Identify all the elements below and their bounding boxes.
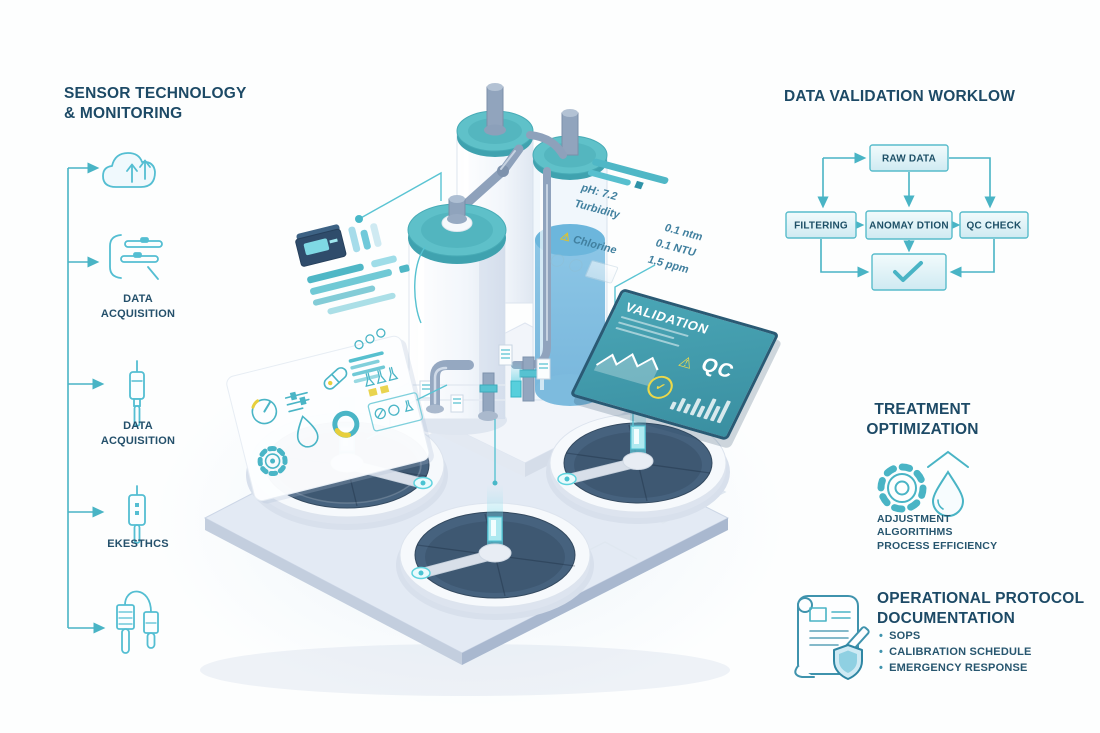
qc-label: QC [697,353,738,383]
protocol-bullet-list: • SOPS • CALIBRATION SCHEDULE • EMERGENC… [879,630,1032,678]
clarifier-basin-middle [396,485,594,620]
flow-node-filtering: FILTERING [785,211,857,239]
dashboard-panel [226,328,434,504]
treatment-detail-lines: ADJUSTMENT ALGORITIHMS PROCESS EFFICIENC… [877,513,998,552]
sensor-probe-dotted-icon [128,485,146,544]
panel-text-lines [348,351,386,384]
treatment-icons [877,450,969,517]
flow-node-raw-data: RAW DATA [869,144,949,172]
list-item: • SOPS [879,630,921,642]
sensor-title-line2: & MONITORING [64,104,183,122]
telemetry-device-group [295,223,410,315]
droplet-icon [296,415,319,448]
status-ring-icon [567,257,585,273]
svg-text:ANOMAY DTION: ANOMAY DTION [869,221,949,232]
sensor-title-line1: SENSOR TECHNOLOGY [64,85,247,102]
svg-text:RAW DATA: RAW DATA [882,154,936,165]
cloud-upload-icon [102,152,156,188]
flow-node-anomaly-detection: ANOMAY DTION [865,210,953,240]
sensor-item-label-3: EKESTHCS [107,538,169,550]
svg-text:FILTERING: FILTERING [794,221,848,232]
validation-flowchart: RAW DATA FILTERING ANOMAY DTION QC CHECK [785,144,1029,291]
gauge-icon [251,398,278,425]
sensor-chain-graphic [67,152,163,654]
device-screen [303,238,330,256]
equalizer-icon [284,391,310,413]
sensor-item-label-2: DATA ACQUISITION [100,420,176,448]
flow-node-approved [871,253,947,291]
monitor-bar-chart [669,378,740,425]
workflow-section-title: DATA VALIDATION WORKLOW [784,88,1016,105]
gear-icon [257,446,288,477]
capsule-icon [323,367,348,390]
dual-sensor-cable-icon [116,590,159,654]
sensor-connector-lines [67,162,106,634]
mini-card [367,392,423,432]
checkmark-icon [893,261,923,282]
validation-monitor-screen: VALIDATION ⚠ QC ✓ [569,288,780,441]
efficiency-droplet-icon [927,450,969,517]
flow-node-qc-check: QC CHECK [959,211,1029,239]
treatment-section-title: TREATMENT OPTIMIZATION [866,401,979,438]
gear-icon [877,463,927,513]
monitor-line-chart [593,352,659,387]
list-item: • EMERGENCY RESPONSE [879,662,1028,674]
sensor-section-title: SENSOR TECHNOLOGY & MONITORING [64,84,247,124]
svg-text:QC CHECK: QC CHECK [967,221,1023,232]
plant-illustration [200,83,730,696]
protocol-document-icon [794,595,870,680]
protocol-section-title: OPERATIONAL PROTOCOL DOCUMENTATION [877,590,1085,627]
list-item: • CALIBRATION SCHEDULE [879,646,1032,658]
clarifier-basin-right [546,395,730,524]
warning-triangle-icon: ⚠ [675,353,697,373]
valve-manifold [426,344,551,421]
sensor-item-label-1: DATA ACQUISITION [100,293,176,321]
data-acquisition-sliders-icon [109,234,163,280]
sensor-probe-icon [129,360,145,427]
flow-arrows [817,152,996,278]
